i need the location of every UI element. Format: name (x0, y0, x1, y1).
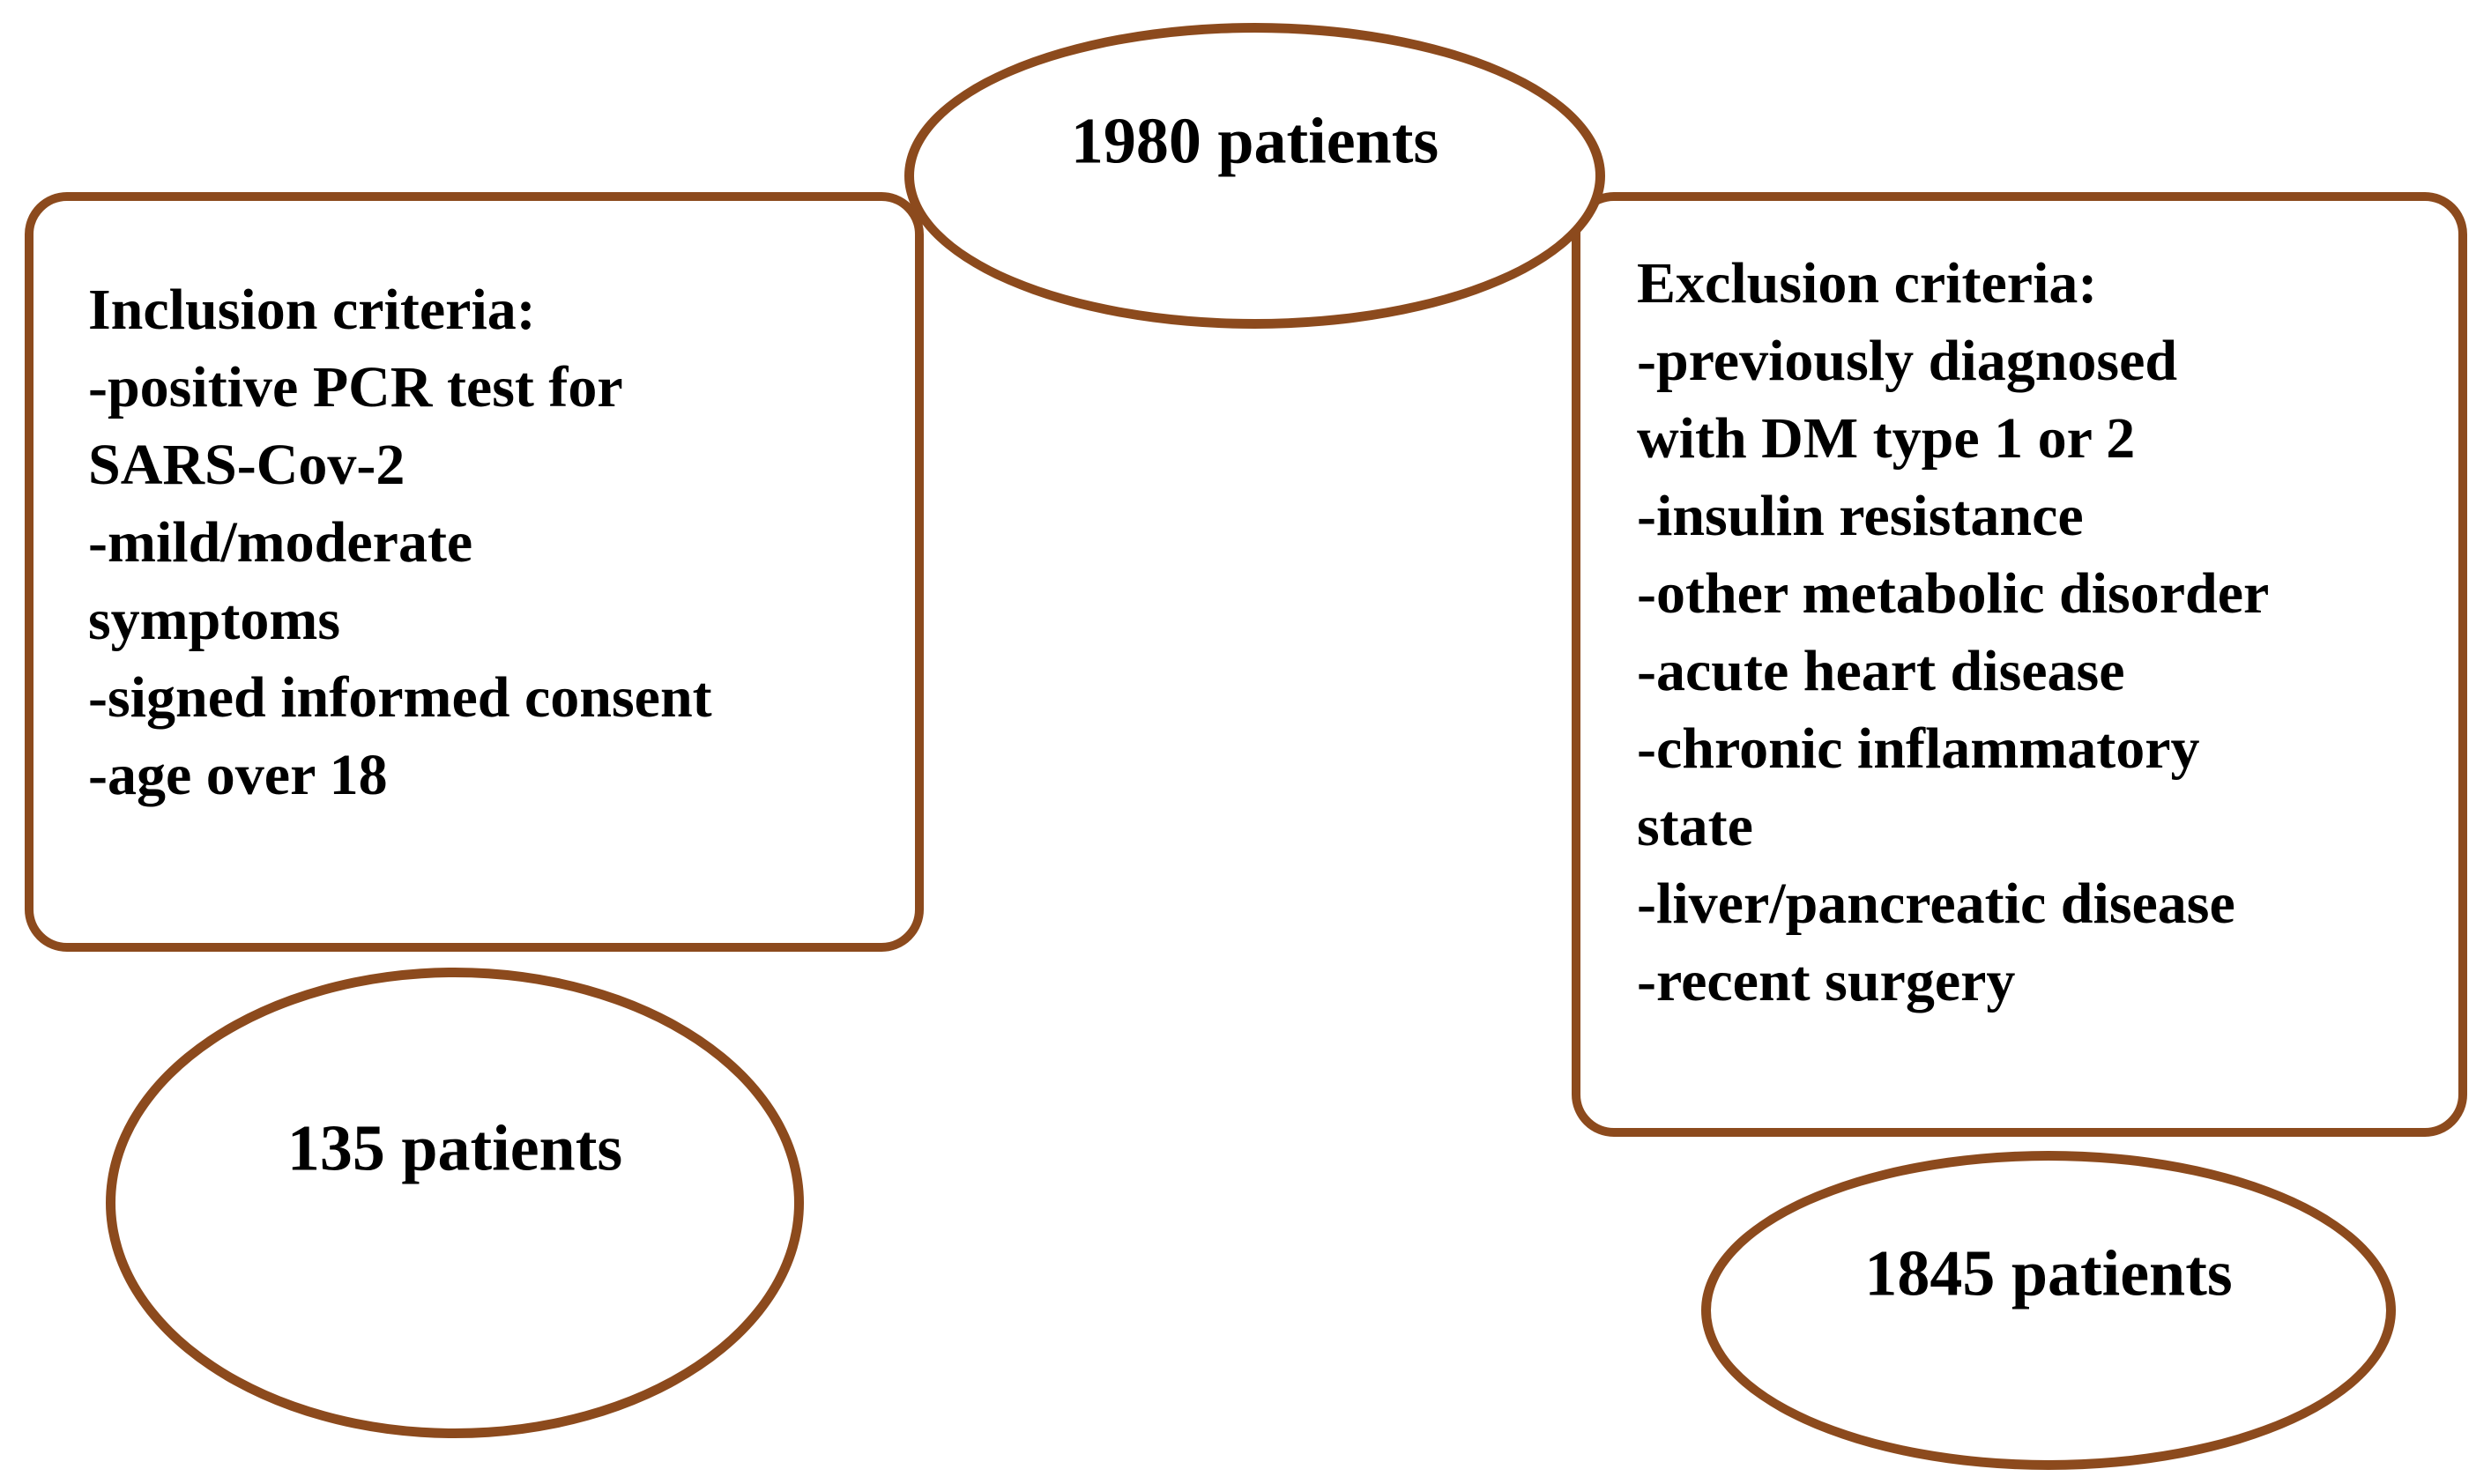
criteria-line: -insulin resistance (1637, 484, 2084, 548)
criteria-line: -mild/moderate (88, 510, 473, 575)
criteria-line: -other metabolic disorder (1637, 561, 2270, 626)
criteria-line: Inclusion criteria: (88, 278, 536, 342)
criteria-line: Exclusion criteria: (1637, 251, 2098, 315)
criteria-line: -previously diagnosed (1637, 329, 2178, 393)
criteria-line: -recent surgery (1637, 949, 2016, 1013)
criteria-line: -liver/pancreatic disease (1637, 872, 2235, 936)
exclusion-criteria-text: Exclusion criteria: -previously diagnosed… (1637, 245, 2441, 1020)
criteria-line: -acute heart disease (1637, 639, 2125, 703)
included-patients-ellipse: 135 patients (106, 968, 804, 1438)
criteria-line: symptoms (88, 588, 341, 652)
included-patients-label: 135 patients (286, 1112, 623, 1185)
criteria-line: -chronic inflammatory (1637, 716, 2200, 781)
excluded-patients-label: 1845 patients (1864, 1237, 2233, 1310)
excluded-patients-ellipse: 1845 patients (1701, 1151, 2396, 1470)
criteria-line: -signed informed consent (88, 665, 712, 730)
inclusion-criteria-text: Inclusion criteria: -positive PCR test fo… (88, 271, 897, 814)
criteria-line: SARS-Cov-2 (88, 433, 405, 497)
criteria-line: with DM type 1 or 2 (1637, 406, 2136, 471)
exclusion-criteria-box: Exclusion criteria: -previously diagnosed… (1572, 192, 2467, 1137)
total-patients-ellipse: 1980 patients (904, 23, 1605, 329)
criteria-line: state (1637, 794, 1753, 858)
criteria-line: -positive PCR test for (88, 355, 623, 419)
inclusion-criteria-box: Inclusion criteria: -positive PCR test fo… (25, 192, 924, 952)
criteria-line: -age over 18 (88, 743, 388, 807)
total-patients-label: 1980 patients (1070, 105, 1439, 177)
